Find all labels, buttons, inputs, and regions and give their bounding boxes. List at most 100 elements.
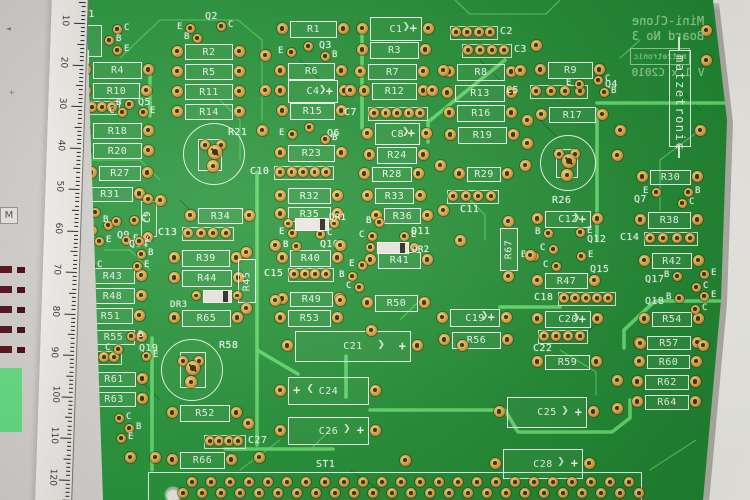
capacitor-row-C2 [450, 26, 498, 40]
capacitor-row-C11 [447, 190, 499, 204]
solder-pad [178, 488, 188, 498]
solder-pad [505, 66, 517, 77]
solder-pad [633, 355, 645, 367]
ruler-tick [79, 51, 85, 54]
solder-pad [178, 356, 188, 366]
resistor-R7: R7 [368, 64, 417, 80]
ruler-tick [72, 263, 78, 265]
component-label: C25 [537, 407, 557, 418]
red-mark-small [17, 347, 25, 353]
ruler-tick [68, 379, 74, 381]
solder-pad [561, 169, 573, 181]
solder-pad [475, 45, 485, 55]
solder-pad [208, 228, 219, 238]
solder-pad [361, 127, 373, 139]
capacitor-C12: C12+❯ [545, 211, 591, 228]
component-label: R49 [301, 294, 322, 305]
ruler-tick [76, 43, 85, 45]
resistor-R16: R16 [457, 105, 505, 122]
resistor-R53: R53 [288, 310, 331, 327]
ruler-tick [75, 180, 80, 182]
solder-pad [392, 108, 402, 118]
pin-letter: C [126, 412, 132, 422]
component-label: R59 [557, 357, 578, 368]
solder-pad [303, 41, 313, 51]
component-label: C28 [533, 458, 553, 470]
solder-pad [136, 373, 148, 384]
ruler-tick [69, 367, 74, 369]
solder-pad [216, 488, 226, 498]
resistor-R36: R36 [384, 208, 421, 224]
solder-pad [304, 122, 314, 132]
copper-text-line1: Mini-Clone [631, 14, 705, 28]
ruler-number: 20 [58, 56, 69, 68]
solder-pad [358, 477, 368, 487]
solder-pad [539, 331, 549, 341]
ruler-tick [68, 387, 73, 390]
solder-pad [335, 105, 347, 116]
solder-pad [539, 488, 549, 498]
solder-pad [574, 79, 584, 89]
solder-pad [275, 167, 285, 177]
solder-pad [141, 167, 153, 178]
component-label: R42 [662, 255, 682, 267]
solder-pad [434, 477, 444, 487]
solder-pad [142, 144, 154, 156]
ruler-tick [68, 292, 77, 294]
ruler-number: 80 [50, 304, 61, 317]
ruler-tick [69, 346, 75, 348]
solder-pad [426, 84, 438, 96]
solder-pad [192, 33, 202, 43]
ruler-tick [71, 300, 76, 303]
solder-pad [559, 293, 569, 303]
solder-pad [309, 167, 320, 177]
capacitor-C26: C26+❯ [288, 417, 369, 445]
pin-letter: E [711, 290, 717, 300]
red-mark-small [17, 307, 25, 313]
solder-pad [331, 189, 343, 201]
solder-pad [206, 477, 216, 487]
component-label: DR2 [412, 245, 430, 255]
solder-pad [274, 312, 286, 323]
ruler-number: 110 [48, 426, 60, 445]
component-label: DR1 [329, 213, 347, 223]
red-mark-small [17, 327, 25, 333]
solder-pad [691, 214, 703, 225]
capacitor-C1: C1+❯ [370, 17, 422, 41]
solder-pad [138, 107, 148, 117]
resistor-R3: R3 [370, 42, 419, 59]
solder-pad [191, 291, 201, 300]
component-label: R41 [389, 255, 410, 266]
solder-pad [576, 251, 586, 261]
ruler-tick [67, 421, 72, 423]
ruler-tick [69, 342, 75, 344]
pin-letter: E [128, 432, 134, 442]
solder-pad [356, 22, 368, 34]
solder-pad [418, 297, 430, 308]
capacitor-row-C27 [204, 435, 246, 449]
resistor-R27: R27 [99, 166, 141, 181]
component-label: C5 [506, 85, 519, 96]
ruler-tick [71, 209, 79, 211]
pin-letter: E [279, 128, 285, 138]
ruler-tick [64, 313, 76, 315]
ruler-tick [78, 89, 83, 91]
solder-pad [694, 124, 706, 136]
ruler-tick [71, 288, 77, 290]
capacitor-C4: C4+❯ [288, 80, 338, 103]
solder-pad [451, 27, 461, 37]
ruler-tick [65, 487, 70, 489]
resistor-R11: R11 [185, 84, 233, 100]
solder-pad [611, 149, 623, 161]
solder-pad [501, 168, 513, 179]
solder-pad [89, 352, 99, 362]
solder-pad [124, 99, 134, 109]
component-label: R3 [387, 45, 402, 56]
solder-pad [274, 208, 286, 219]
pin-letter: B [366, 216, 372, 226]
cursor-arrow-icon: ◄ [6, 24, 11, 33]
pin-letter: C [82, 206, 88, 216]
resistor-R2: R2 [185, 44, 233, 60]
resistor-R34: R34 [198, 208, 243, 224]
